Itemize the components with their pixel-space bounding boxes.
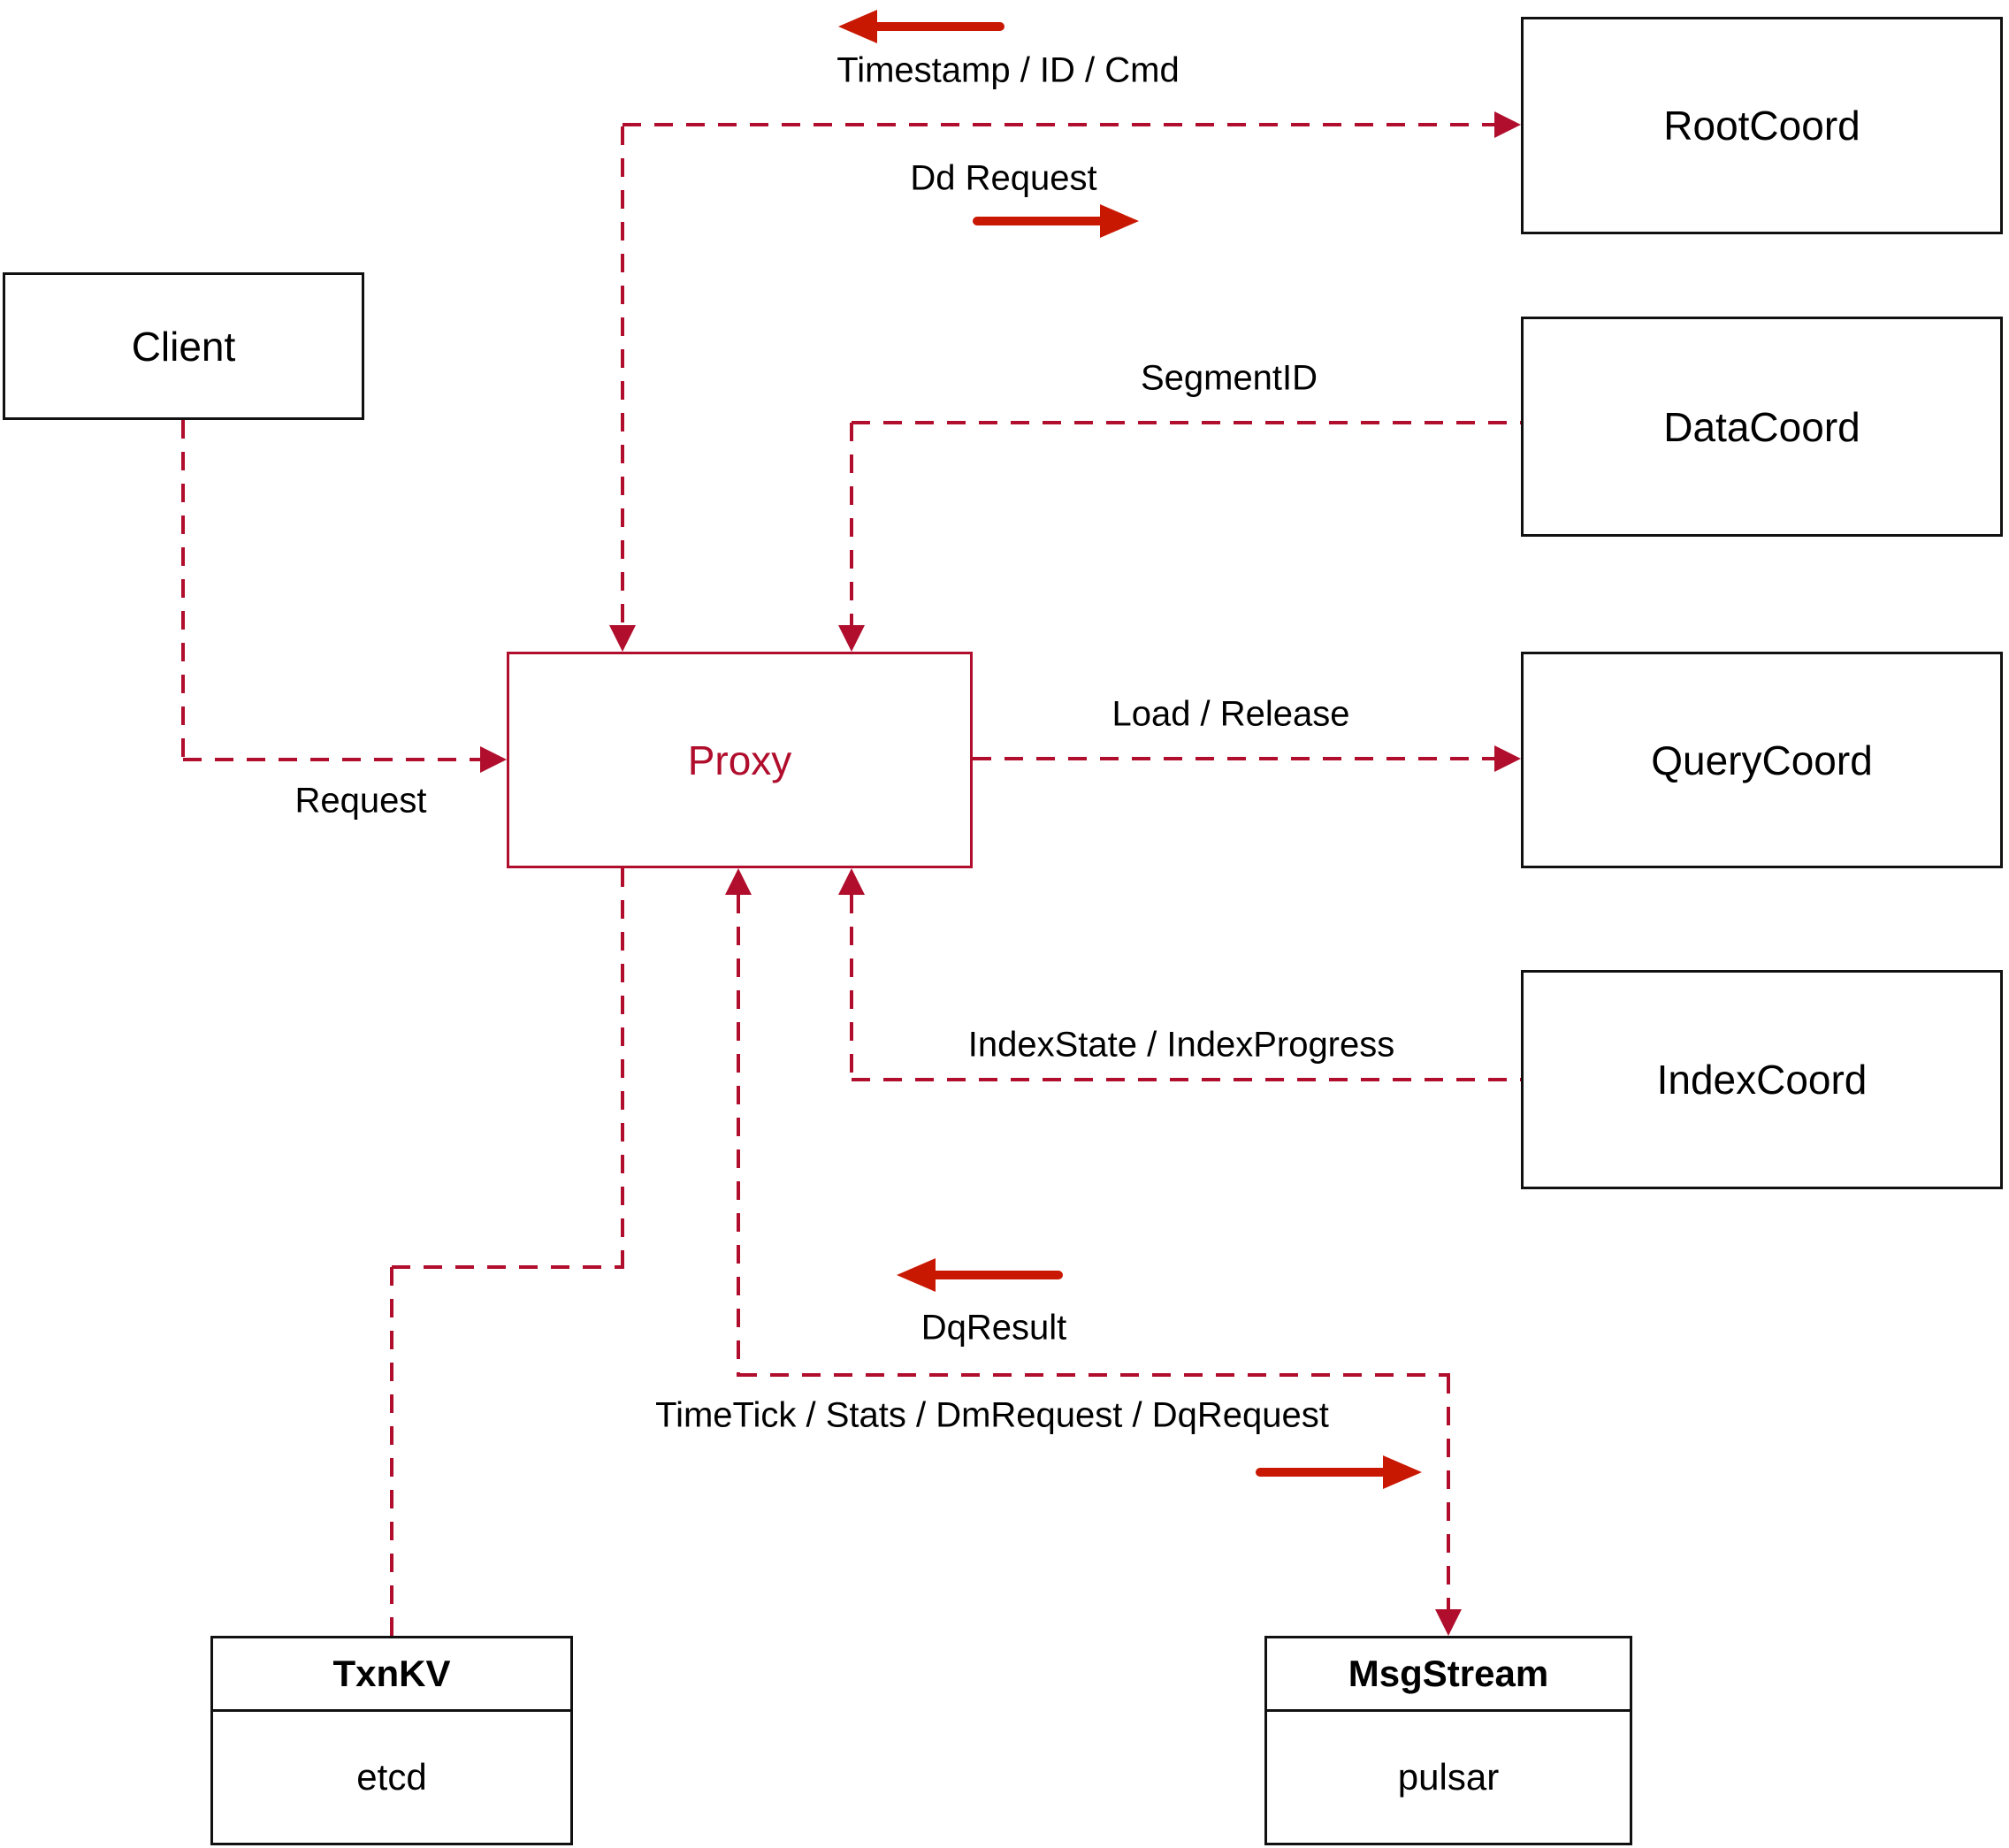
edge-proxy-msgstream-vertical-upper <box>737 895 740 1377</box>
edge-datacoord-proxy-vertical <box>850 423 853 628</box>
edge-client-proxy-horizontal <box>183 758 480 761</box>
direction-arrow-timetick-right-icon <box>1254 1455 1422 1489</box>
edge-label-time-tick: TimeTick / Stats / DmRequest / DqRequest <box>655 1395 1329 1435</box>
direction-arrow-timestamp-left-icon <box>838 10 1006 43</box>
arrow-shaft <box>868 22 1004 31</box>
node-msgstream: MsgStream pulsar <box>1264 1636 1632 1845</box>
edge-proxy-txnkv-horizontal <box>392 1265 623 1269</box>
node-datacoord: DataCoord <box>1521 317 2003 537</box>
edge-label-dq-result: DqResult <box>920 1308 1067 1348</box>
direction-arrow-dqresult-left-icon <box>897 1258 1065 1292</box>
edge-indexcoord-proxy-vertical <box>850 895 853 1080</box>
arrow-shaft <box>1256 1468 1392 1477</box>
edge-proxy-msgstream-vertical-lower <box>1447 1375 1450 1609</box>
node-querycoord-label: QueryCoord <box>1651 737 1873 783</box>
edge-label-timestamp: Timestamp / ID / Cmd <box>836 50 1180 90</box>
edge-datacoord-proxy-horizontal <box>852 421 1521 424</box>
node-rootcoord: RootCoord <box>1521 17 2003 234</box>
node-client: Client <box>3 272 364 420</box>
arrowhead-into-rootcoord <box>1494 111 1521 138</box>
edge-label-request: Request <box>294 781 427 821</box>
node-txnkv-impl: etcd <box>356 1756 427 1798</box>
edge-proxy-querycoord-horizontal <box>973 757 1494 760</box>
node-msgstream-impl: pulsar <box>1397 1756 1500 1798</box>
edge-rootcoord-proxy-horizontal <box>623 123 1494 126</box>
node-txnkv-title: TxnKV <box>213 1638 570 1712</box>
edge-label-load-release: Load / Release <box>1111 694 1350 734</box>
arrowhead-into-proxy-bottom-right <box>838 868 865 895</box>
arrowhead-into-proxy-top-left <box>609 625 636 652</box>
edge-rootcoord-proxy-vertical <box>621 126 624 628</box>
arrowhead-into-msgstream <box>1435 1609 1462 1636</box>
node-proxy-label: Proxy <box>687 737 792 783</box>
edge-label-dd-request: Dd Request <box>910 158 1097 198</box>
edge-proxy-txnkv-vertical-lower <box>390 1267 393 1636</box>
arrow-shaft <box>973 217 1109 225</box>
edge-label-segment-id: SegmentID <box>1140 358 1318 398</box>
node-client-label: Client <box>131 323 236 370</box>
node-proxy: Proxy <box>507 652 973 868</box>
node-txnkv: TxnKV etcd <box>210 1636 573 1845</box>
direction-arrow-dd-request-right-icon <box>971 204 1139 238</box>
edge-client-proxy-vertical <box>181 420 185 761</box>
edge-proxy-txnkv-vertical-upper <box>621 868 624 1269</box>
arrow-shaft <box>927 1271 1063 1279</box>
node-datacoord-label: DataCoord <box>1663 403 1860 450</box>
arrowhead-into-proxy-left <box>480 746 507 773</box>
node-rootcoord-label: RootCoord <box>1663 103 1860 149</box>
edge-proxy-msgstream-horizontal <box>738 1373 1450 1377</box>
node-querycoord: QueryCoord <box>1521 652 2003 868</box>
node-msgstream-title: MsgStream <box>1267 1638 1630 1712</box>
arrowhead-into-proxy-bottom-left <box>725 868 752 895</box>
edge-indexcoord-proxy-horizontal <box>852 1078 1521 1081</box>
node-indexcoord-label: IndexCoord <box>1656 1057 1868 1103</box>
arrowhead-into-proxy-top-right <box>838 625 865 652</box>
arrowhead-into-querycoord <box>1494 745 1521 772</box>
node-indexcoord: IndexCoord <box>1521 970 2003 1189</box>
edge-label-index-state: IndexState / IndexProgress <box>967 1025 1395 1065</box>
